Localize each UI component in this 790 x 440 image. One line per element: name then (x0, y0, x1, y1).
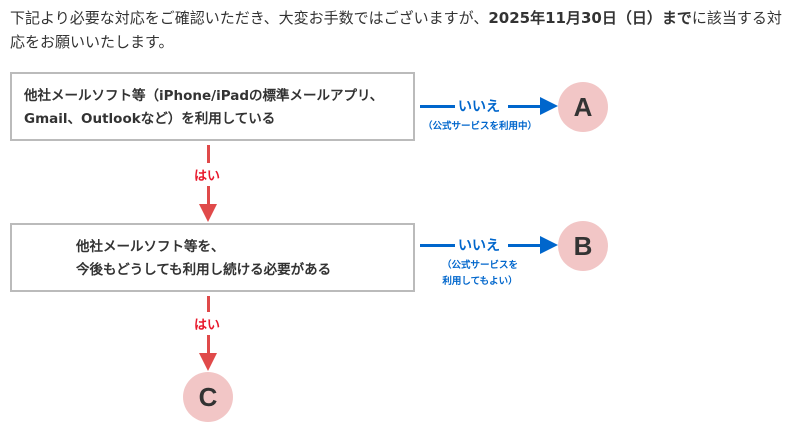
deadline: 2025年11月30日（日）まで (488, 9, 692, 27)
question-2-line1: 他社メールソフト等を、 (76, 239, 225, 255)
no-arrow-a-line2 (508, 105, 542, 108)
no-arrow-b-line2 (508, 244, 542, 247)
no-label-b: いいえ (458, 238, 500, 254)
arrow-down-icon (199, 204, 217, 222)
result-a-circle: A (558, 82, 608, 132)
note-b-line1: （公式サービスを (441, 260, 518, 271)
result-b-circle: B (558, 221, 608, 271)
question-2-line2: 今後もどうしても利用し続ける必要がある (76, 262, 332, 278)
note-a: （公式サービスを利用中） (422, 121, 537, 132)
no-label-a: いいえ (458, 99, 500, 115)
arrow-right-icon (540, 236, 558, 254)
intro-after: に該当する対応をお願いいたします。 (10, 9, 782, 51)
yes-label-2: はい (194, 312, 221, 335)
result-c-circle: C (183, 372, 233, 422)
no-arrow-a-line (420, 105, 455, 108)
note-b-line2: 利用してもよい） (442, 276, 518, 287)
intro-before: 下記より必要な対応をご確認いただき、大変お手数ではございますが、 (10, 9, 489, 27)
question-1-box: 他社メールソフト等（iPhone/iPadの標準メールアプリ、 Gmail、Ou… (10, 72, 415, 141)
no-arrow-b-line (420, 244, 455, 247)
question-2-box: 他社メールソフト等を、 今後もどうしても利用し続ける必要がある (10, 223, 415, 292)
note-b: （公式サービスを利用してもよい） (420, 258, 540, 290)
arrow-right-icon (540, 97, 558, 115)
question-1-line1: 他社メールソフト等（iPhone/iPadの標準メールアプリ、 (24, 88, 384, 104)
arrow-down-icon (199, 353, 217, 371)
yes-label-1: はい (194, 163, 221, 186)
intro-text: 下記より必要な対応をご確認いただき、大変お手数ではございますが、2025年11月… (10, 6, 785, 54)
question-1-line2: Gmail、Outlookなど）を利用している (24, 111, 276, 127)
